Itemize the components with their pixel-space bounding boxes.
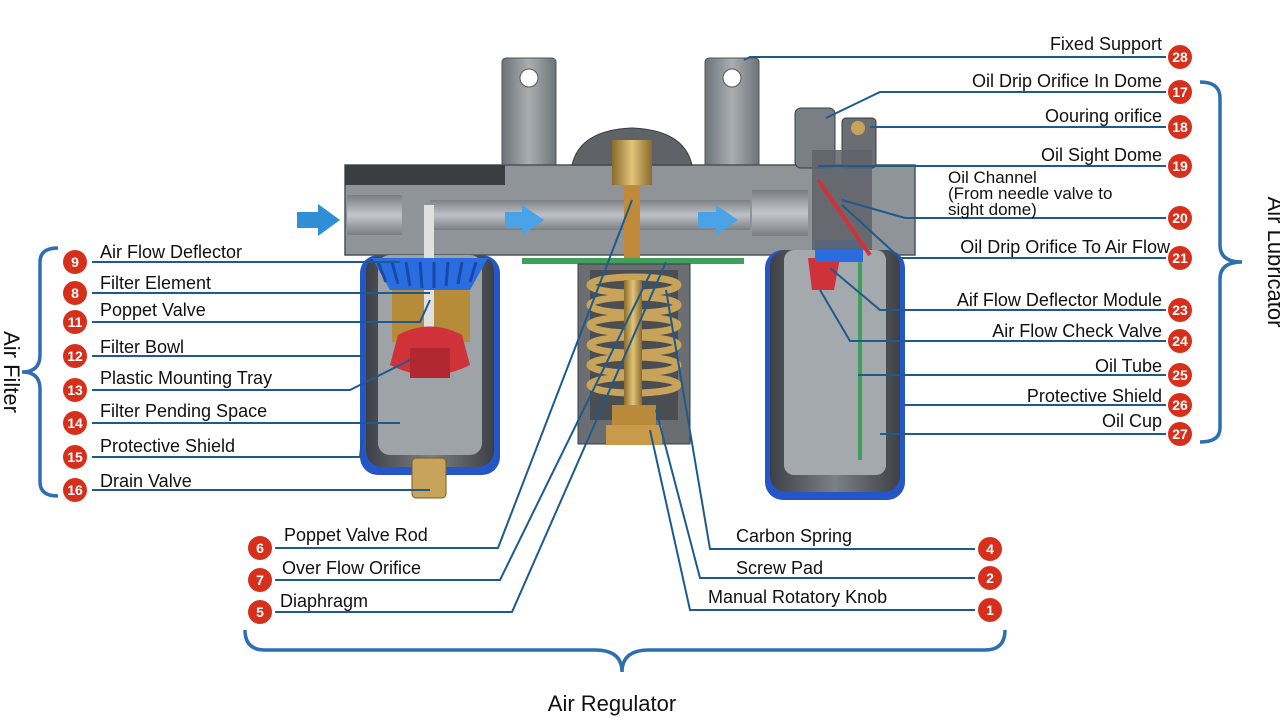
badge-26: 26 [1168, 393, 1192, 417]
badge-14: 14 [63, 411, 87, 435]
frl-illustration [297, 57, 916, 500]
label-20: Oil Channel [948, 168, 1037, 187]
leader-lines [92, 56, 1166, 613]
label-28: Fixed Support [1050, 34, 1162, 54]
callout-labels: Fixed Support Oil Drip Orifice In Dome O… [100, 34, 1171, 611]
svg-text:4: 4 [986, 541, 994, 557]
fixed-support-bracket [501, 57, 760, 171]
badge-6: 6 [248, 536, 272, 560]
svg-text:23: 23 [1172, 302, 1188, 318]
label-9: Air Flow Deflector [100, 242, 242, 262]
svg-text:12: 12 [67, 348, 83, 364]
air-regulator-brace [243, 629, 1007, 673]
svg-text:20: 20 [1172, 210, 1188, 226]
diaphragm-plate [522, 258, 744, 264]
group-braces [21, 80, 1243, 673]
label-18: Oouring orifice [1045, 106, 1162, 126]
badge-17: 17 [1168, 80, 1192, 104]
badge-4: 4 [978, 537, 1002, 561]
label-7: Over Flow Orifice [282, 558, 421, 578]
air-lubricator-label: Air Lubricator [1263, 197, 1280, 328]
badge-19: 19 [1168, 154, 1192, 178]
svg-text:2: 2 [986, 570, 994, 586]
badge-18: 18 [1168, 115, 1192, 139]
svg-text:28: 28 [1172, 49, 1188, 65]
badge-8: 8 [63, 281, 87, 305]
label-17: Oil Drip Orifice In Dome [972, 71, 1162, 91]
air-flow-arrows [297, 204, 738, 236]
svg-text:17: 17 [1172, 84, 1188, 100]
svg-text:11: 11 [68, 314, 83, 330]
badge-25: 25 [1168, 363, 1192, 387]
regulator-bonnet [571, 127, 693, 265]
label-26: Protective Shield [1027, 386, 1162, 406]
badge-5: 5 [248, 600, 272, 624]
svg-text:1: 1 [986, 602, 994, 618]
badge-24: 24 [1168, 329, 1192, 353]
air-regulator-label: Air Regulator [548, 691, 676, 716]
badge-12: 12 [63, 344, 87, 368]
svg-text:15: 15 [67, 449, 83, 465]
badge-11: 11 [63, 310, 87, 334]
label-25: Oil Tube [1095, 356, 1162, 376]
svg-text:25: 25 [1172, 367, 1188, 383]
badge-27: 27 [1168, 422, 1192, 446]
svg-text:16: 16 [67, 482, 83, 498]
label-2: Screw Pad [736, 558, 823, 578]
svg-text:24: 24 [1172, 333, 1188, 349]
callout-badges: 28 17 18 19 20 21 23 24 25 26 27 9 8 11 … [63, 45, 1192, 624]
label-1: Manual Rotatory Knob [708, 587, 887, 607]
badge-23: 23 [1168, 298, 1192, 322]
label-23: Aif Flow Deflector Module [957, 290, 1162, 310]
svg-text:26: 26 [1172, 397, 1188, 413]
svg-text:14: 14 [67, 415, 83, 431]
badge-15: 15 [63, 445, 87, 469]
filter-assembly [360, 205, 500, 499]
air-filter-label: Air Filter [0, 331, 24, 413]
badge-9: 9 [63, 250, 87, 274]
badge-2: 2 [978, 566, 1002, 590]
label-11: Poppet Valve [100, 300, 206, 320]
label-19: Oil Sight Dome [1041, 145, 1162, 165]
label-8: Filter Element [100, 273, 211, 293]
svg-text:5: 5 [256, 604, 264, 620]
label-27: Oil Cup [1102, 411, 1162, 431]
label-6: Poppet Valve Rod [284, 525, 428, 545]
label-24: Air Flow Check Valve [992, 321, 1162, 341]
svg-text:8: 8 [71, 285, 79, 301]
label-20-sub-2: sight dome) [948, 200, 1037, 219]
svg-text:18: 18 [1172, 119, 1188, 135]
badge-7: 7 [248, 568, 272, 592]
badge-20: 20 [1168, 206, 1192, 230]
regulator-spring-housing [577, 263, 691, 445]
air-filter-brace [21, 246, 59, 498]
svg-text:9: 9 [71, 254, 79, 270]
label-15: Protective Shield [100, 436, 235, 456]
label-16: Drain Valve [100, 471, 192, 491]
badge-13: 13 [63, 378, 87, 402]
svg-text:13: 13 [67, 382, 83, 398]
label-4: Carbon Spring [736, 526, 852, 546]
svg-text:7: 7 [256, 572, 264, 588]
label-13: Plastic Mounting Tray [100, 368, 272, 388]
svg-text:6: 6 [256, 540, 264, 556]
label-21: Oil Drip Orifice To Air Flow [960, 237, 1171, 257]
svg-text:19: 19 [1172, 158, 1188, 174]
svg-text:21: 21 [1172, 250, 1188, 266]
label-14: Filter Pending Space [100, 401, 267, 421]
badge-21: 21 [1168, 246, 1192, 270]
badge-16: 16 [63, 478, 87, 502]
air-lubricator-brace [1199, 80, 1243, 444]
label-5: Diaphragm [280, 591, 368, 611]
badge-1: 1 [978, 598, 1002, 622]
svg-text:27: 27 [1172, 426, 1188, 442]
label-20-sub-1: (From needle valve to [948, 184, 1112, 203]
badge-28: 28 [1168, 45, 1192, 69]
label-12: Filter Bowl [100, 337, 184, 357]
